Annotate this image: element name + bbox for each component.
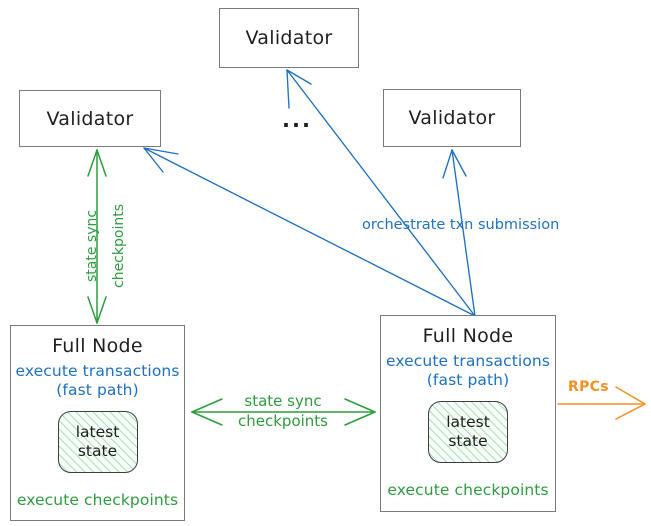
full-node-right-latest-state-line1: latest — [446, 413, 490, 432]
full-node-left-box[interactable]: Full Node execute transactions (fast pat… — [10, 325, 185, 521]
full-node-left-fastpath-line2: (fast path) — [56, 381, 139, 400]
orchestrate-txn-submission-label: orchestrate txn submission — [362, 217, 560, 233]
full-node-left-fastpath-line1: execute transactions — [15, 362, 180, 380]
full-node-right-title: Full Node — [422, 325, 514, 347]
validator-left-label: Validator — [46, 107, 134, 130]
state-sync-mid-label-line1: state sync — [244, 392, 322, 410]
full-node-right-box[interactable]: Full Node execute transactions (fast pat… — [380, 315, 556, 512]
rpcs-label: RPCs — [568, 379, 609, 395]
full-node-right-latest-state-chip[interactable]: latest state — [428, 400, 508, 463]
full-node-right-fastpath-line1: execute transactions — [385, 352, 551, 370]
full-node-left-fastpath: execute transactions (fast path) — [15, 362, 179, 401]
validator-right-box[interactable]: Validator — [383, 89, 521, 147]
full-node-left-latest-state-chip[interactable]: latest state — [57, 410, 138, 473]
state-sync-mid-label-line2: checkpoints — [238, 412, 328, 430]
validator-top-label: Validator — [245, 27, 333, 49]
validator-right-label: Validator — [408, 107, 496, 129]
full-node-right-fastpath-line2: (fast path) — [426, 371, 510, 390]
full-node-right-latest-state-line2: state — [448, 431, 488, 450]
full-node-left-execute-checkpoints: execute checkpoints — [16, 490, 179, 509]
full-node-right-fastpath: execute transactions (fast path) — [386, 352, 550, 391]
state-sync-vertical-label-line1: state sync — [84, 209, 100, 282]
validator-top-box[interactable]: Validator — [219, 8, 359, 68]
validators-ellipsis: ... — [282, 108, 312, 132]
full-node-left-title: Full Node — [52, 335, 143, 357]
full-node-right-execute-checkpoints: execute checkpoints — [387, 480, 549, 499]
full-node-left-latest-state-line1: latest — [75, 423, 120, 442]
full-node-left-latest-state-line2: state — [77, 441, 118, 460]
validator-left-box[interactable]: Validator — [19, 90, 161, 147]
state-sync-vertical-label-line2: checkpoints — [111, 204, 127, 288]
